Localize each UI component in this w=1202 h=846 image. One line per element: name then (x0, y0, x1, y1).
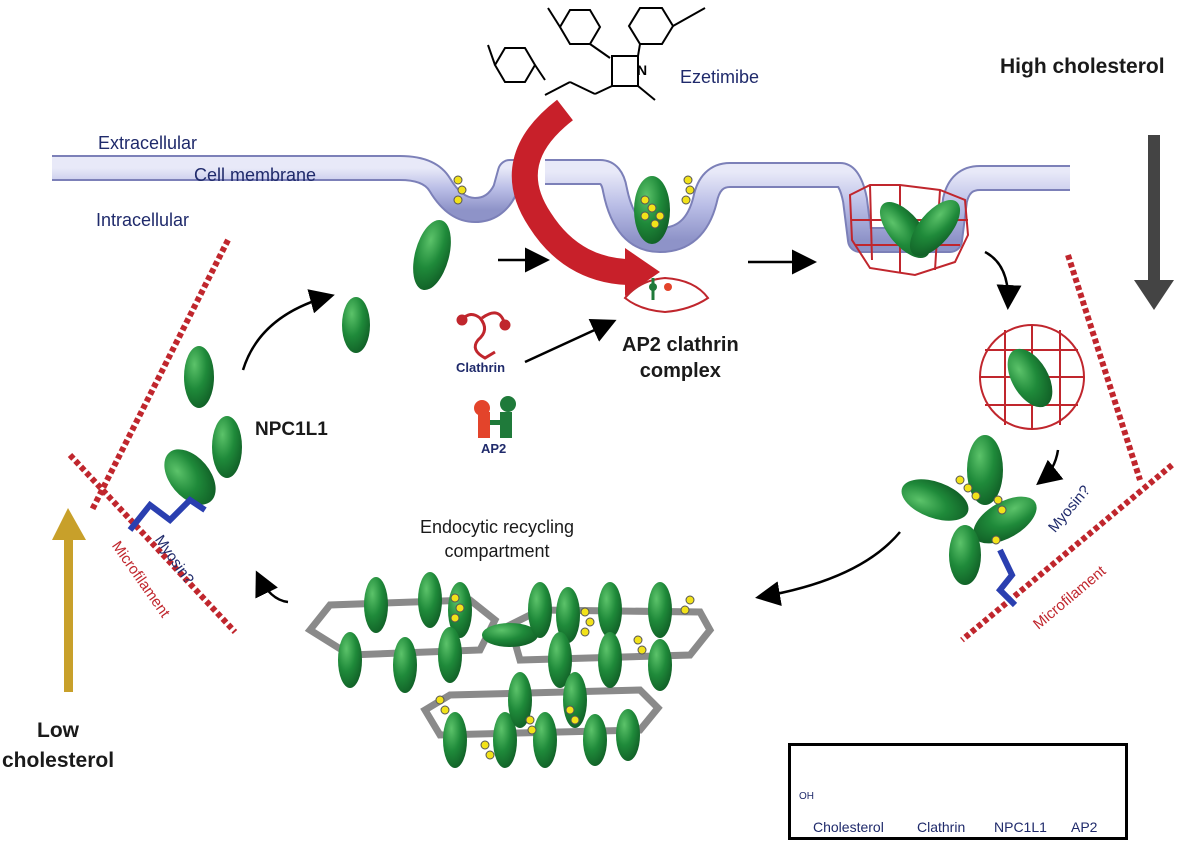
npc1l1-proteins-left (127, 219, 451, 532)
ap2-clathrin-complex-label: AP2 clathrin complex (622, 334, 739, 382)
clathrin-coated-pit (848, 184, 970, 277)
clathrin-coated-vesicle (979, 324, 1085, 430)
legend-ap2-label: AP2 (1071, 819, 1098, 835)
ezetimibe-label: Ezetimibe (680, 67, 760, 87)
endocytic-recycling-compartment (304, 572, 715, 768)
endocytic-recycling-label: Endocytic recycling compartment (420, 517, 575, 561)
npc1l1-cluster-right (901, 435, 1037, 608)
ezetimibe-structure (487, 7, 706, 101)
legend-npc1l1-label: NPC1L1 (994, 819, 1047, 835)
microfilament-right (960, 254, 1174, 643)
svg-text:N: N (637, 62, 647, 78)
low-cholesterol-arrow (52, 508, 86, 692)
pathway-arrows (241, 247, 1064, 606)
cell-membrane-label: Cell membrane (194, 165, 317, 185)
legend: OH Cholesterol Clathrin NPC1L1 AP2 (788, 743, 1128, 840)
microfilament-left (67, 238, 238, 635)
legend-oh-label: OH (799, 791, 814, 802)
npc1l1-label: NPC1L1 (255, 419, 328, 440)
clathrin-icon-mid (456, 311, 511, 360)
high-cholesterol-label: High cholesterol (1000, 55, 1165, 78)
ap2-clathrin-small (623, 276, 710, 314)
ap2-label: AP2 (481, 441, 507, 456)
legend-clathrin-label: Clathrin (917, 819, 966, 835)
extracellular-label: Extracellular (98, 133, 198, 153)
high-cholesterol-arrow (1134, 135, 1174, 310)
legend-cholesterol-label: Cholesterol (813, 819, 884, 835)
clathrin-label: Clathrin (456, 360, 506, 375)
intracellular-label: Intracellular (96, 210, 190, 230)
ezetimibe-block-arrow (511, 99, 660, 296)
low-cholesterol-label: Low cholesterol (2, 719, 115, 772)
ap2-icon-mid (474, 396, 516, 438)
npc1l1-membrane (453, 175, 695, 244)
